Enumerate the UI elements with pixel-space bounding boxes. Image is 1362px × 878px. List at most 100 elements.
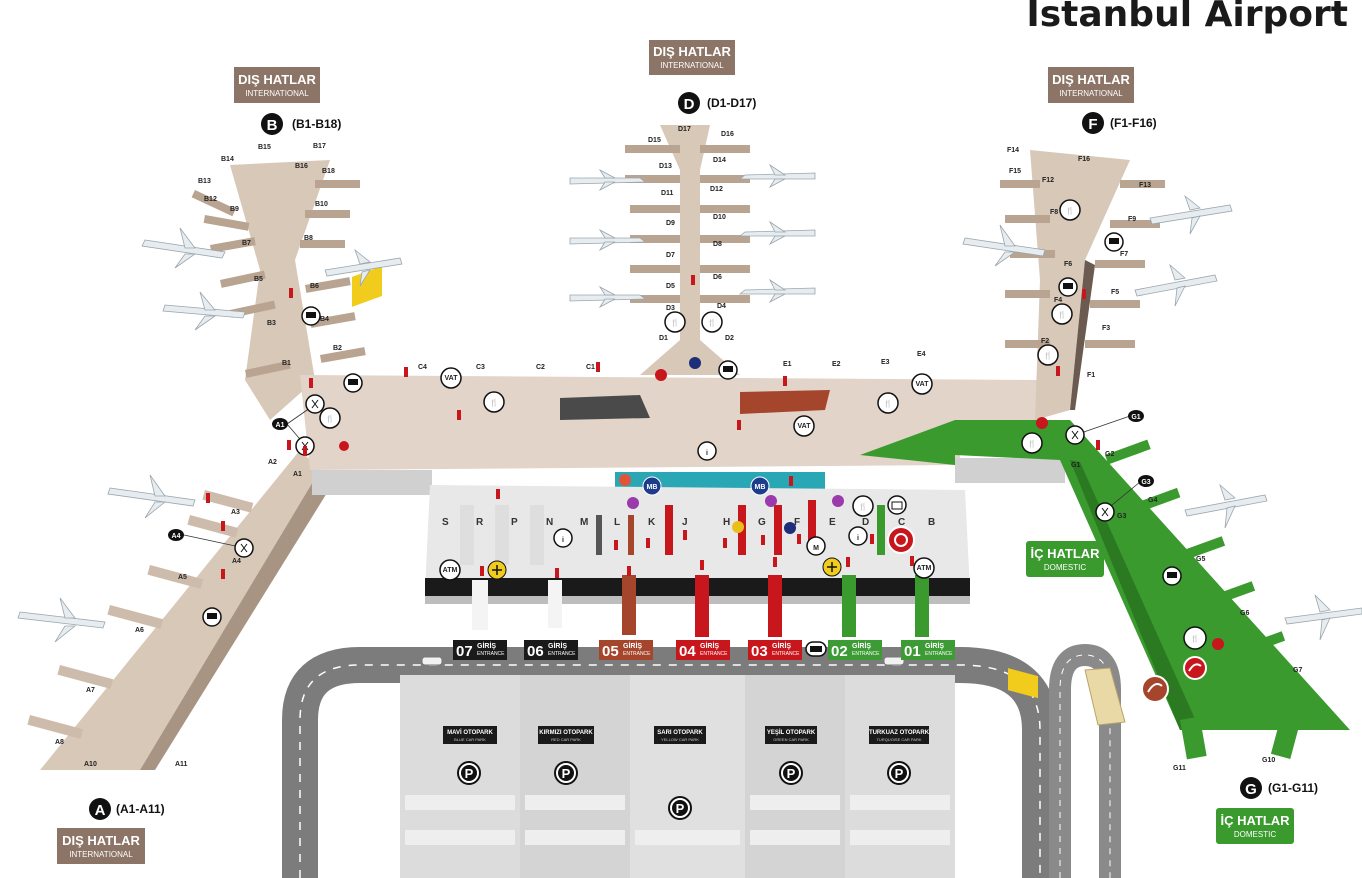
svg-text:03: 03 [751, 643, 768, 660]
svg-text:05: 05 [602, 643, 619, 660]
airplane-icon [1184, 483, 1268, 529]
airplane-icon [962, 224, 1046, 267]
gate-b17: B17 [313, 143, 326, 150]
svg-text:i: i [562, 537, 564, 544]
svg-text:GİRİŞ: GİRİŞ [623, 642, 642, 650]
pier-a-marker[interactable]: A(A1-A11) [89, 798, 165, 820]
gate-b15: B15 [258, 144, 271, 151]
pier-b-marker[interactable]: B(B1-B18) [261, 113, 341, 135]
luggage-cart-icon [343, 373, 363, 393]
svg-text:ENTRANCE: ENTRANCE [700, 651, 728, 657]
airplane-icon [324, 248, 403, 287]
gate-a11: A11 [175, 761, 188, 768]
pier-g-marker[interactable]: G(G1-G11) [1240, 777, 1318, 799]
svg-text:F: F [1088, 116, 1097, 133]
gate-b4: B4 [320, 316, 329, 323]
svg-text:i: i [706, 450, 708, 457]
svg-text:GİRİŞ: GİRİŞ [477, 642, 496, 650]
pier-f-marker[interactable]: F (F1-F16) [1082, 112, 1157, 134]
gate-a2: A2 [268, 459, 277, 466]
svg-text:🍴: 🍴 [1028, 439, 1037, 448]
restaurant-icon: 🍴 [877, 392, 899, 414]
lounge-icon: MB [642, 476, 662, 496]
checkin-row-k: K [648, 517, 656, 528]
gate-d6: D6 [713, 274, 722, 281]
gate-f2: F2 [1041, 338, 1049, 345]
checkin-row-m: M [580, 517, 588, 528]
airplane-icon [1284, 594, 1362, 641]
gate-a6: A6 [135, 627, 144, 634]
gate-d9: D9 [666, 220, 675, 227]
gate-d13: D13 [659, 163, 672, 170]
svg-text:ENTRANCE: ENTRANCE [852, 651, 880, 657]
svg-text:B: B [267, 117, 278, 134]
restaurant-icon: 🍴 [1059, 199, 1081, 221]
checkin-row-c: C [898, 517, 905, 528]
svg-text:INTERNATIONAL: INTERNATIONAL [1059, 89, 1123, 98]
info-icon: i [848, 526, 868, 546]
gate-a8: A8 [55, 739, 64, 746]
gate-b8: B8 [304, 235, 313, 242]
gate-a10: A10 [84, 761, 97, 768]
gate-b16: B16 [295, 163, 308, 170]
svg-text:M: M [813, 545, 819, 552]
gate-a7: A7 [86, 687, 95, 694]
svg-text:🍴: 🍴 [708, 318, 717, 327]
parking-icon: P [554, 761, 578, 785]
family-icon [234, 538, 254, 558]
luggage-cart-icon [1162, 566, 1182, 586]
airplane-icon [17, 597, 106, 643]
gate-g11: G11 [1173, 765, 1186, 772]
svg-text:DIŞ HATLAR: DIŞ HATLAR [1052, 72, 1130, 87]
svg-text:ENTRANCE: ENTRANCE [925, 651, 953, 657]
gate-b7: B7 [242, 240, 251, 247]
svg-text:GİRİŞ: GİRİŞ [700, 642, 719, 650]
svg-text:A: A [95, 802, 106, 819]
gate-g7: G7 [1293, 667, 1302, 674]
svg-text:🍴: 🍴 [1044, 351, 1053, 360]
svg-text:ENTRANCE: ENTRANCE [548, 651, 576, 657]
parking-icons: P P P P P [457, 761, 911, 820]
atm-icon: ATM [439, 559, 461, 581]
svg-text:İÇ HATLAR: İÇ HATLAR [1030, 546, 1100, 561]
gate-f4: F4 [1054, 297, 1062, 304]
gate-b5: B5 [254, 276, 263, 283]
gate-b1: B1 [282, 360, 291, 367]
family-icon [1065, 425, 1085, 445]
gate-f5: F5 [1111, 289, 1119, 296]
checkin-row-g: G [758, 517, 766, 528]
family-icon [305, 394, 325, 414]
bus-icon [805, 641, 827, 657]
pier-d-marker[interactable]: D(D1-D17) [678, 92, 756, 114]
gate-d16: D16 [721, 131, 734, 138]
svg-text:🍴: 🍴 [1066, 206, 1075, 215]
badge-international-f: DIŞ HATLAR INTERNATIONAL [1048, 67, 1134, 103]
gate-g6: G6 [1240, 610, 1249, 617]
luggage-cart-icon [301, 306, 321, 326]
luggage-cart-icon [1058, 277, 1078, 297]
svg-text:A1: A1 [276, 422, 285, 429]
gate-f15: F15 [1009, 168, 1021, 175]
svg-text:DIŞ HATLAR: DIŞ HATLAR [62, 833, 140, 848]
gate-d2: D2 [725, 335, 734, 342]
svg-text:(G1-G11): (G1-G11) [1268, 781, 1318, 795]
pier-d [625, 125, 750, 375]
gate-d5: D5 [666, 283, 675, 290]
svg-text:INTERNATIONAL: INTERNATIONAL [69, 850, 133, 859]
pier-b [191, 160, 366, 420]
svg-text:P: P [895, 766, 904, 781]
svg-text:(F1-F16): (F1-F16) [1110, 116, 1157, 130]
checkin-row-h: H [723, 517, 730, 528]
svg-text:i: i [857, 535, 859, 542]
checkin-row-r: R [476, 517, 484, 528]
svg-text:P: P [676, 801, 685, 816]
